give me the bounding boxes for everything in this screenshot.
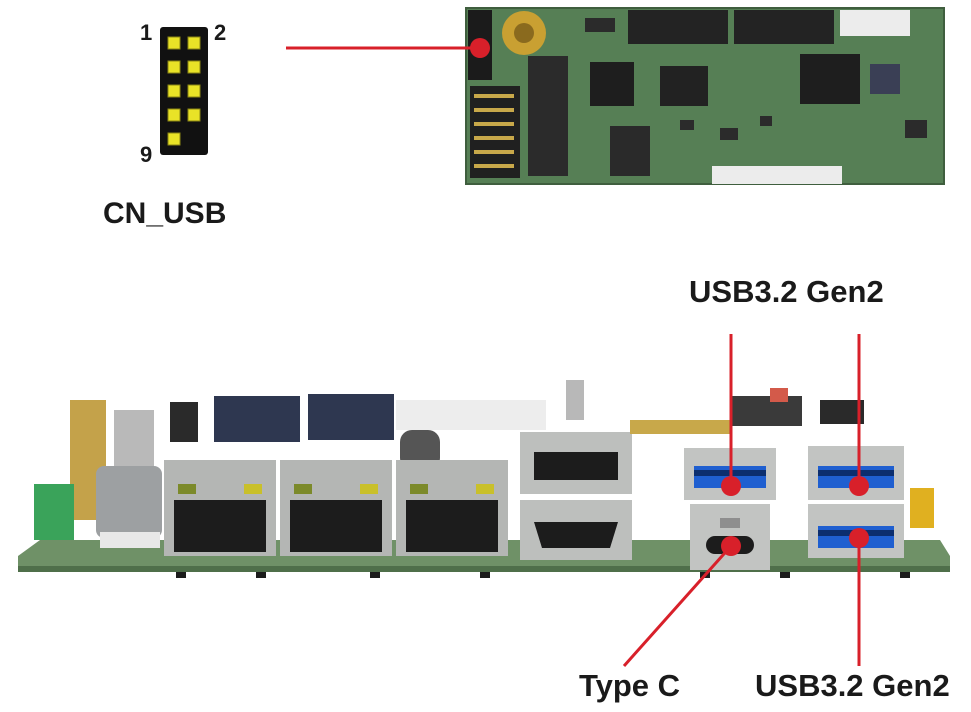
callout-dots <box>470 38 869 556</box>
usb32-gen2-top-label: USB3.2 Gen2 <box>689 274 884 309</box>
callouts <box>286 46 861 667</box>
hdmi-connector <box>520 500 632 560</box>
board-io-view <box>18 380 950 578</box>
display-port-connector <box>520 432 632 494</box>
rj45-port-3 <box>396 460 508 556</box>
type-c-label: Type C <box>579 668 681 703</box>
rj45-port-2 <box>280 460 392 556</box>
cn-usb-callout-dot <box>470 38 490 58</box>
pin-9-label: 9 <box>140 142 153 167</box>
pin-header-diagram <box>160 27 208 155</box>
board-top-view <box>465 7 945 185</box>
usb32-gen2-bottom-label: USB3.2 Gen2 <box>755 668 950 703</box>
type-c-callout-dot <box>721 536 741 556</box>
pin-1-label: 1 <box>140 20 153 45</box>
pin-2-label: 2 <box>214 20 227 45</box>
usb-bottom-callout-dot <box>849 528 869 548</box>
usb-top-right-callout-dot <box>849 476 869 496</box>
usb-top-left-callout-dot <box>721 476 741 496</box>
connector-name-label: CN_USB <box>103 197 227 230</box>
type-c-callout-line <box>622 545 733 667</box>
rj45-port-1 <box>164 460 276 556</box>
